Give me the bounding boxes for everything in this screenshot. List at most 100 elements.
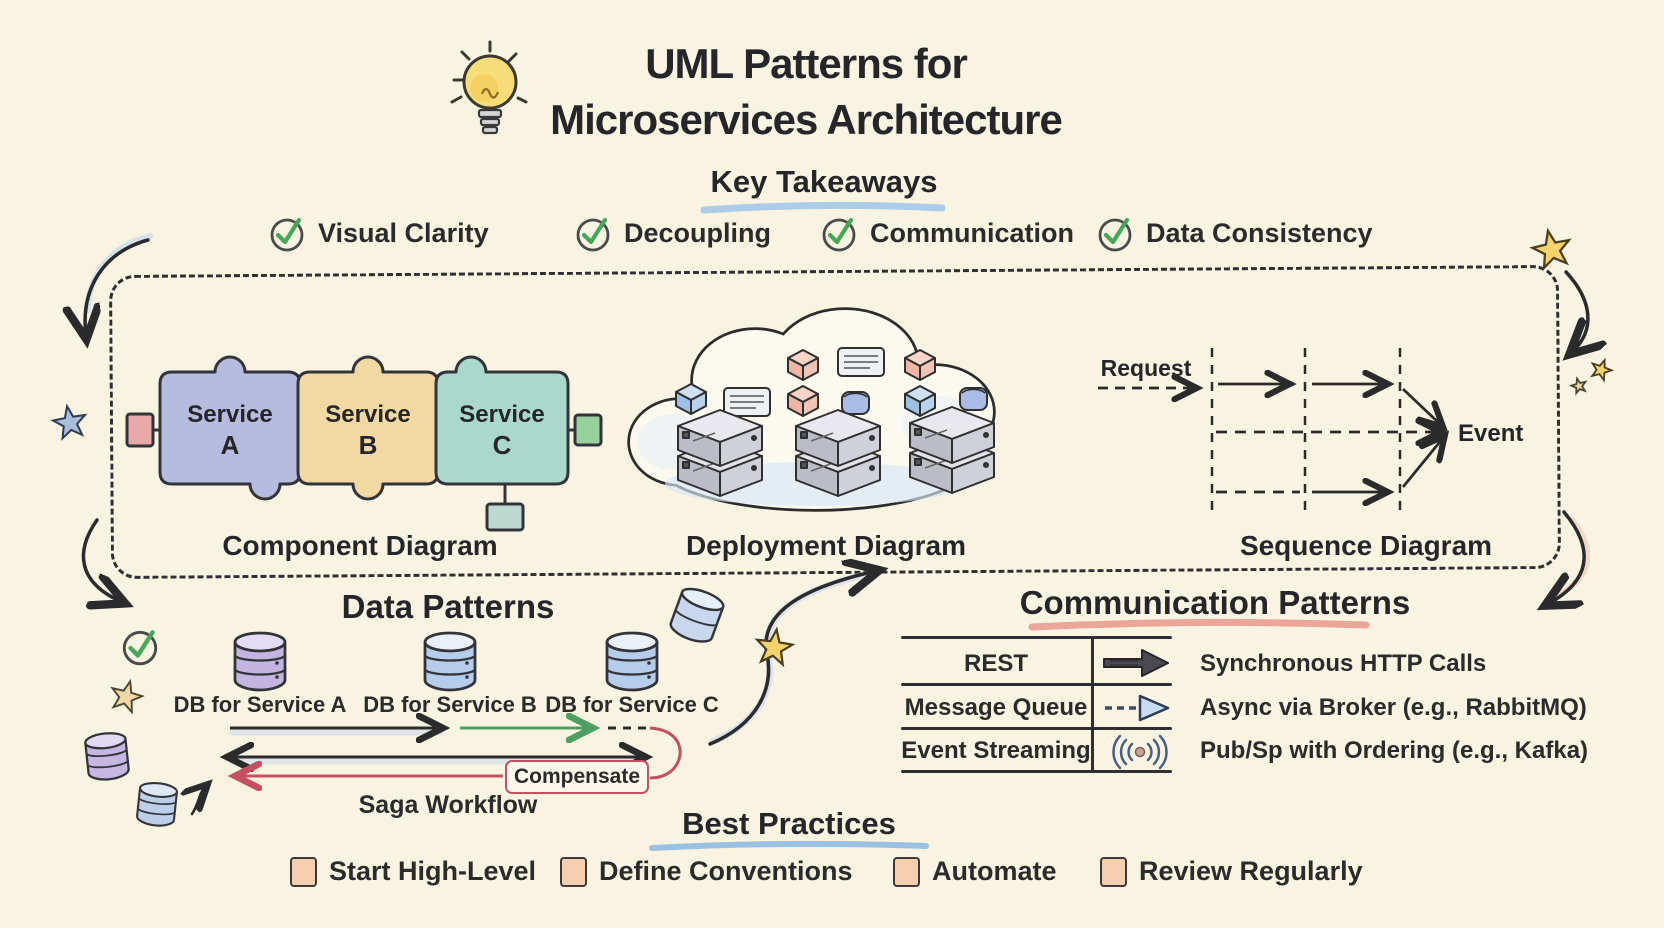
rounded-cube-icon [841, 391, 870, 415]
star-icon [1528, 225, 1575, 271]
port-right [573, 413, 603, 447]
component-diagram-label: Component Diagram [222, 530, 498, 561]
deployment-cloud-icon [627, 307, 996, 512]
communication-patterns-heading: Communication Patterns [1019, 584, 1411, 621]
puzzle-piece-b [296, 355, 440, 501]
best-practice-label: Automate [932, 856, 1057, 886]
star-icon [1587, 355, 1615, 383]
database-icon [669, 587, 725, 643]
best-practice-define-conventions: Define Conventions [560, 856, 853, 887]
service-c-letter: C [493, 430, 512, 460]
db-service-c-label: DB for Service C [545, 692, 719, 717]
square-bullet-icon [893, 856, 920, 887]
table-row-label: REST [963, 650, 1028, 677]
event-label: Event [1458, 420, 1523, 447]
server-stack-icon [677, 409, 763, 497]
message-arrow [1401, 438, 1443, 488]
bold-solid-arrow-icon [1103, 649, 1169, 677]
check-icon [270, 217, 304, 252]
db-service-a-label: DB for Service A [173, 692, 347, 717]
component-puzzle-icon: Service A Service B Service C [125, 355, 603, 532]
port-left [125, 412, 155, 448]
takeaway-label: Visual Clarity [318, 217, 489, 248]
takeaway-visual-clarity: Visual Clarity [266, 212, 489, 254]
server-stack-icon [909, 406, 995, 494]
best-practice-automate: Automate [893, 856, 1057, 887]
note-card-icon [723, 387, 771, 417]
message-arrow [1402, 387, 1441, 425]
deployment-diagram-label: Deployment Diagram [685, 530, 967, 561]
radio-signal-icon [1112, 734, 1168, 770]
dashed-arrow-icon [1105, 694, 1170, 722]
request-label: Request [1101, 355, 1192, 381]
cube-icon [675, 383, 707, 415]
sub-component [485, 502, 525, 532]
star-icon [753, 625, 796, 667]
takeaway-label: Decoupling [624, 217, 771, 248]
lightbulb-icon [450, 40, 528, 135]
database-icon [136, 782, 178, 827]
best-practice-label: Define Conventions [599, 856, 853, 886]
table-row-description: Synchronous HTTP Calls [1200, 650, 1487, 677]
compensate-label: Compensate [513, 765, 641, 788]
table-border [901, 683, 1172, 686]
best-practice-review-regularly: Review Regularly [1100, 856, 1363, 887]
sequence-diagram-label: Sequence Diagram [1239, 530, 1493, 561]
best-practice-label: Review Regularly [1139, 856, 1363, 886]
table-row-description: Async via Broker (e.g., RabbitMQ) [1200, 694, 1587, 721]
rounded-cube-icon [959, 387, 988, 411]
s-curve-arrow-icon [708, 571, 876, 746]
sequence-diagram-icon: Request Event [1098, 348, 1523, 518]
data-patterns-heading: Data Patterns [341, 588, 555, 625]
table-border [901, 727, 1172, 730]
page-title: UML Patterns for Microservices Architect… [420, 36, 1192, 148]
title-line-2: Microservices Architecture [550, 96, 1063, 143]
database-icon [423, 631, 477, 692]
note-card-icon [837, 347, 885, 377]
service-a-word: Service [187, 401, 272, 428]
service-c-word: Service [459, 401, 544, 428]
best-practice-start-high-level: Start High-Level [290, 856, 536, 887]
database-icon [84, 732, 130, 781]
key-takeaways-underline [700, 201, 946, 214]
cube-icon [787, 385, 819, 417]
takeaway-label: Communication [870, 217, 1075, 248]
title-line-1: UML Patterns for [645, 40, 968, 87]
server-stack-icon [795, 409, 881, 497]
table-row-label: Event Streaming [901, 737, 1091, 764]
key-takeaways-heading: Key Takeaways [710, 164, 938, 199]
table-border [901, 770, 1172, 773]
service-b-word: Service [325, 401, 410, 428]
database-icon [233, 631, 287, 692]
db-service-b-label: DB for Service B [363, 692, 537, 717]
check-icon [576, 217, 610, 252]
square-bullet-icon [290, 856, 317, 887]
star-icon [50, 402, 90, 441]
takeaway-label: Data Consistency [1146, 217, 1373, 248]
check-icon [1098, 217, 1132, 252]
table-row-description: Pub/Sp with Ordering (e.g., Kafka) [1200, 737, 1589, 764]
star-icon [1569, 375, 1589, 395]
cube-icon [787, 349, 819, 381]
compensate-box: Compensate [505, 760, 649, 794]
cube-icon [904, 349, 936, 381]
saga-compensate-curve [649, 726, 682, 780]
table-row-label: Message Queue [904, 694, 1088, 721]
table-border [901, 636, 1172, 639]
best-practices-heading: Best Practices [682, 806, 896, 841]
curved-arrow-top-right-icon [1566, 270, 1588, 352]
puzzle-piece-a [158, 355, 302, 501]
check-icon [822, 217, 856, 252]
check-icon [122, 630, 158, 666]
database-icon [605, 631, 659, 692]
service-a-letter: A [221, 430, 240, 460]
best-practice-label: Start High-Level [329, 856, 537, 886]
cube-icon [904, 385, 936, 417]
square-bullet-icon [560, 856, 587, 887]
saga-workflow-label: Saga Workflow [358, 791, 538, 819]
takeaway-communication: Communication [818, 212, 1074, 254]
puzzle-piece-c [434, 355, 570, 486]
square-bullet-icon [1100, 856, 1127, 887]
service-b-letter: B [359, 430, 378, 460]
